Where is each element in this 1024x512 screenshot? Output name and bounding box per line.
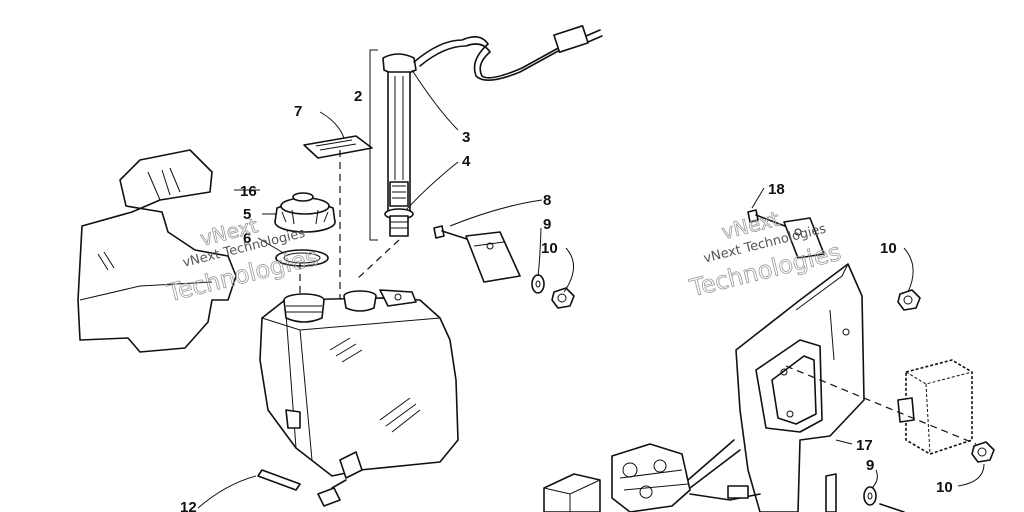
fuel-sender-part-2 <box>369 25 603 241</box>
fuel-tank <box>259 289 459 479</box>
callout-12: 12 <box>180 499 197 512</box>
callout-2: 2 <box>354 88 362 105</box>
callout-8: 8 <box>543 192 551 209</box>
callout-17: 17 <box>856 437 873 454</box>
nut-part-10 <box>551 287 575 309</box>
callout-16: 16 <box>240 183 257 200</box>
callout-4: 4 <box>462 153 471 170</box>
callout-10b: 10 <box>880 240 897 257</box>
clip-bracket-right <box>783 217 825 259</box>
callout-18: 18 <box>768 181 785 198</box>
relay-box <box>543 473 601 512</box>
decal-part-7 <box>303 135 373 159</box>
callout-9b: 9 <box>866 457 874 474</box>
callout-5: 5 <box>243 206 251 223</box>
callout-10a: 10 <box>541 240 558 257</box>
callout-6: 6 <box>243 230 251 247</box>
fill-cap-part-5 <box>274 192 336 233</box>
nut-part-10-upper <box>897 289 921 311</box>
callout-9a: 9 <box>543 216 551 233</box>
washer-part-9 <box>531 274 545 294</box>
mounting-bracket-part-17 <box>735 263 865 512</box>
washer-part-9-lower <box>863 486 877 506</box>
bolt-part-8 <box>433 225 471 241</box>
bracket-part-8 <box>465 231 521 283</box>
heat-shield-part-16 <box>77 149 237 353</box>
callout-7: 7 <box>294 103 302 120</box>
clamp-part-12 <box>257 469 347 507</box>
bolt-part-18 <box>747 209 791 229</box>
gasket-part-6 <box>275 249 329 267</box>
solenoid-valve <box>611 439 761 512</box>
callout-10c: 10 <box>936 479 953 496</box>
nut-part-10-lower <box>971 441 995 463</box>
callout-3: 3 <box>462 129 470 146</box>
control-module <box>897 359 973 455</box>
